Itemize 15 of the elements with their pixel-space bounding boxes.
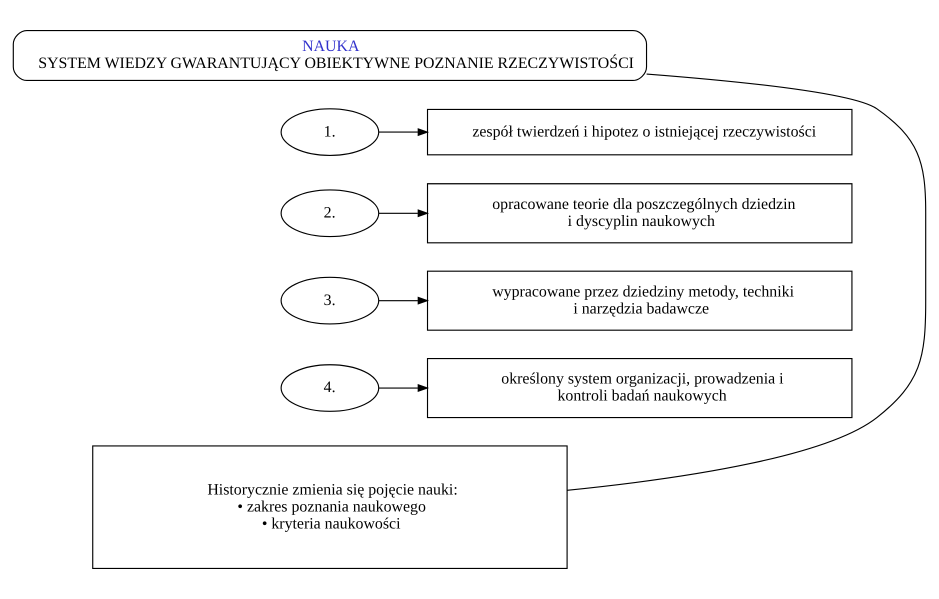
node-box: NAUKA SYSTEM WIEDZY GWARANTUJĄCY OBIEKTYWNE POZNANIE RZECZYWISTOŚCI: [12, 30, 648, 82]
node-ellipse: 1.: [280, 108, 380, 156]
node-box: Historycznie zmienia się pojęcie nauki: • zakres poznania naukowego • kryteria naukowości: [92, 445, 568, 570]
node-box: określony system organizacji, prowadzenia i kontroli badań naukowych: [426, 358, 852, 418]
node-ellipse: 2.: [280, 189, 380, 238]
node-box: opracowane teorie dla poszczególnych dziedzin i dyscyplin naukowych: [426, 183, 852, 244]
arrow: [378, 209, 430, 218]
node-box: wypracowane przez dziedziny metody, techniki i narzędzia badawcze: [426, 270, 852, 331]
node-box: zespół twierdzeń i hipotez o istniejącej rzeczywistości: [426, 108, 852, 156]
node-ellipse: 4.: [280, 364, 380, 412]
arrow: [378, 296, 430, 305]
arrow: [378, 384, 430, 392]
node-ellipse: 3.: [280, 276, 380, 324]
arrow: [378, 128, 430, 136]
connector: [567, 73, 926, 491]
